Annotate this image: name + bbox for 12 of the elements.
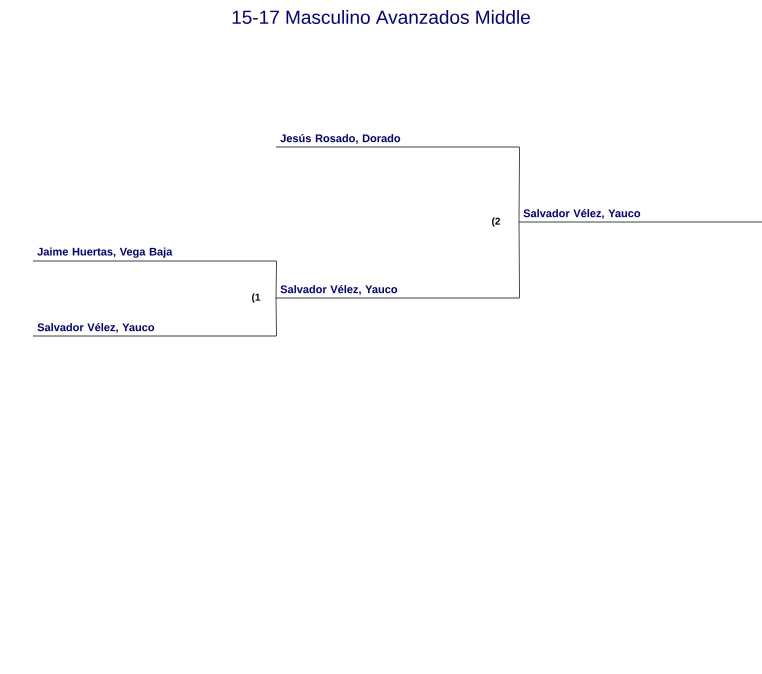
bracket-slot: Salvador Vélez, Yauco [518, 209, 762, 222]
bracket-line [276, 260, 277, 298]
bracket-slot: Salvador Vélez, Yauco [32, 323, 277, 336]
match-number: (2 [492, 217, 500, 227]
bracket-slot: Jaime Huertas, Vega Baja [32, 248, 277, 262]
bracket-line [276, 298, 277, 336]
match-number: (1 [252, 293, 260, 303]
bracket-line [518, 222, 520, 298]
bracket-line [518, 146, 520, 222]
bracket-slot: Salvador Vélez, Yauco [276, 285, 520, 298]
title: 15-17 Masculino Avanzados Middle [232, 10, 530, 24]
bracket-slot: Jesús Rosado, Dorado [276, 134, 520, 148]
